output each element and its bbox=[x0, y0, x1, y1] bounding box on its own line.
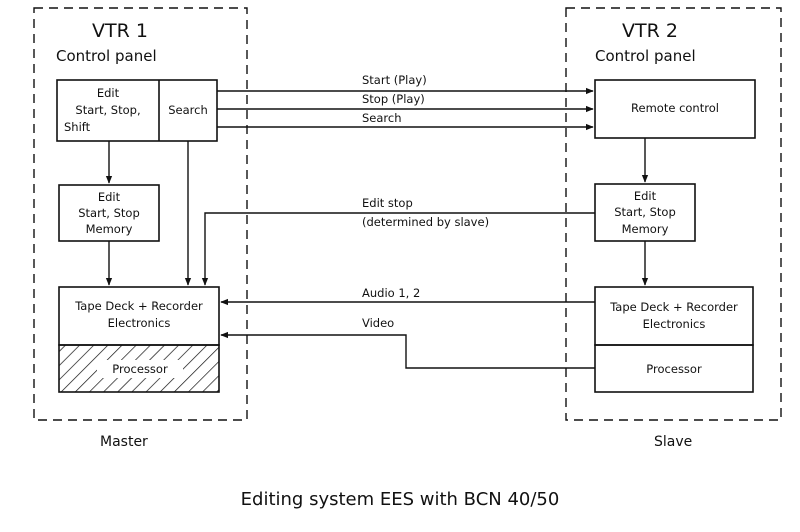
vtr1-footer: Master bbox=[100, 434, 148, 450]
start-play-label: Start (Play) bbox=[362, 73, 427, 87]
edit-stop-arrow bbox=[201, 212, 595, 286]
vtr2-deck-line1: Tape Deck + Recorder bbox=[609, 300, 738, 314]
vtr2-subtitle: Control panel bbox=[595, 47, 696, 65]
vtr2-memory-line3: Memory bbox=[622, 222, 669, 236]
vtr1-deck-line1: Tape Deck + Recorder bbox=[74, 299, 203, 313]
stop-play-label: Stop (Play) bbox=[362, 92, 425, 106]
vtr2-memory-line2: Start, Stop bbox=[614, 205, 676, 219]
vtr1-processor-label: Processor bbox=[112, 362, 168, 376]
vtr1-edit-line2: Start, Stop, bbox=[75, 103, 140, 117]
vtr1-processor-box bbox=[58, 344, 220, 393]
vtr1-frame bbox=[33, 7, 248, 421]
vtr2-frame bbox=[565, 7, 782, 421]
edit-stop-sublabel: (determined by slave) bbox=[362, 215, 489, 229]
vtr2-remote-label: Remote control bbox=[631, 101, 719, 115]
vtr1-search-label: Search bbox=[168, 103, 208, 117]
vtr2-memory-line1: Edit bbox=[634, 189, 657, 203]
vtr1-memory-line2: Start, Stop bbox=[78, 206, 140, 220]
search-signal-label: Search bbox=[362, 111, 402, 125]
video-arrow bbox=[220, 331, 595, 369]
edit-stop-label: Edit stop bbox=[362, 196, 413, 210]
vtr2-title: VTR 2 bbox=[622, 20, 678, 42]
figure-caption: Editing system EES with BCN 40/50 bbox=[241, 489, 560, 510]
vtr1-memory-line3: Memory bbox=[86, 222, 133, 236]
vtr1-subtitle: Control panel bbox=[56, 47, 157, 65]
vtr1-edit-line3: Shift bbox=[64, 120, 91, 134]
vtr2-remote-box bbox=[594, 79, 756, 139]
vtr1-edit-line1: Edit bbox=[97, 86, 120, 100]
vtr1-memory-line1: Edit bbox=[98, 190, 121, 204]
vtr1-deck-line2: Electronics bbox=[108, 316, 171, 330]
vtr2-deck-box bbox=[594, 286, 754, 346]
video-label: Video bbox=[362, 316, 394, 330]
vtr2-processor-label: Processor bbox=[646, 362, 702, 376]
vtr1-title: VTR 1 bbox=[92, 20, 148, 42]
audio-label: Audio 1, 2 bbox=[362, 286, 420, 300]
vtr1-edit-box bbox=[56, 79, 218, 142]
vtr2-footer: Slave bbox=[654, 434, 692, 450]
vtr2-deck-line2: Electronics bbox=[643, 317, 706, 331]
